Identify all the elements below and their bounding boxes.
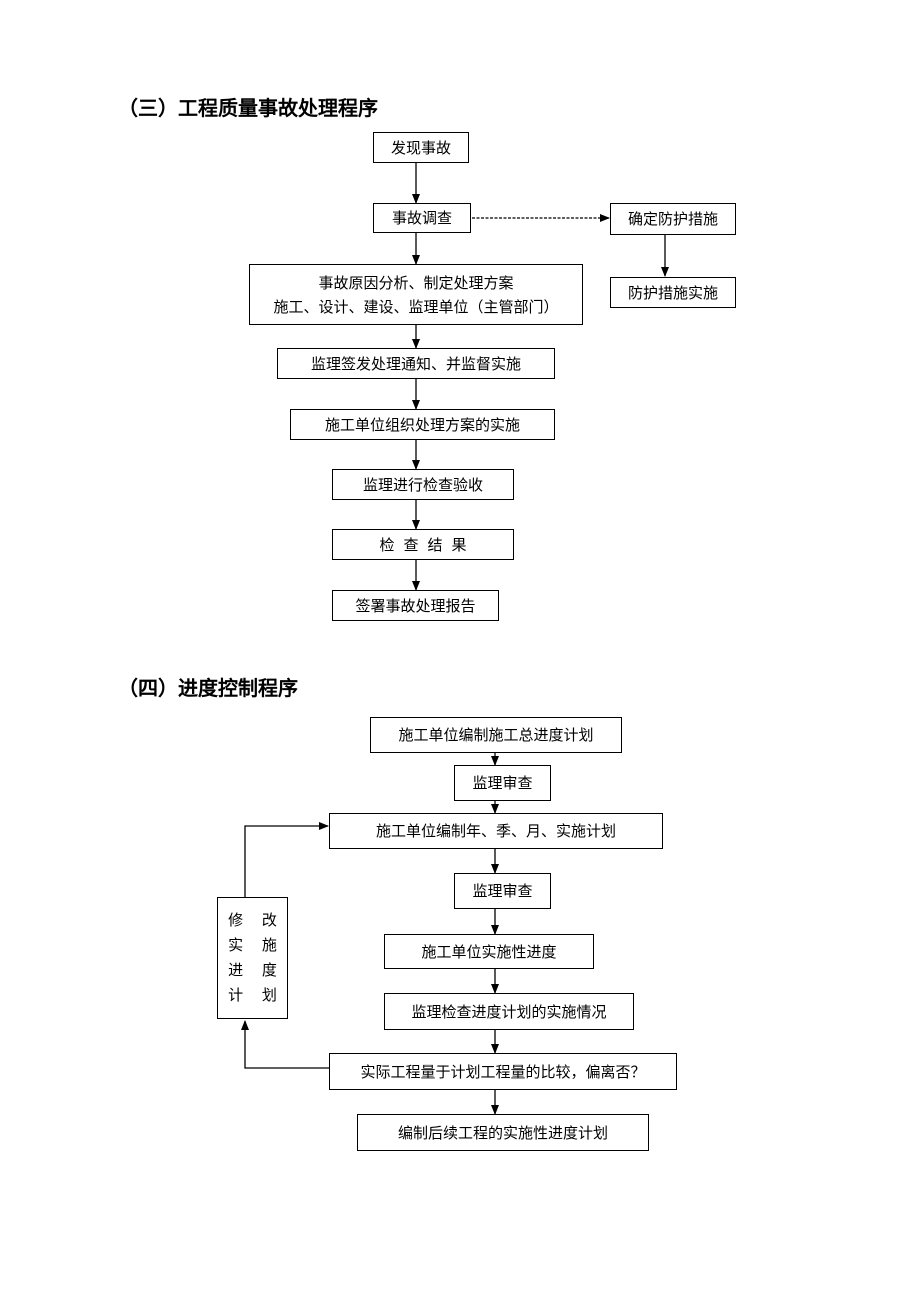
node-master-plan: 施工单位编制施工总进度计划 bbox=[370, 717, 622, 753]
node-implement-progress: 施工单位实施性进度 bbox=[384, 934, 594, 969]
node-review1: 监理审查 bbox=[454, 765, 551, 801]
node-periodic-plan-label: 施工单位编制年、季、月、实施计划 bbox=[375, 822, 616, 840]
node-inspect-label: 监理进行检查验收 bbox=[362, 475, 483, 494]
node-investigate-label: 事故调查 bbox=[391, 209, 452, 227]
node-review2-label: 监理审查 bbox=[472, 882, 533, 900]
section3-title: （三）工程质量事故处理程序 bbox=[118, 96, 378, 120]
node-protect-confirm: 确定防护措施 bbox=[610, 203, 736, 235]
node-compare: 实际工程量于计划工程量的比较，偏离否？ bbox=[329, 1053, 677, 1090]
node-review2: 监理审查 bbox=[454, 873, 551, 909]
node-follow-up-label: 编制后续工程的实施性进度计划 bbox=[397, 1123, 608, 1142]
revise-line-4: 计 划 bbox=[228, 986, 277, 1004]
node-review1-label: 监理审查 bbox=[472, 774, 533, 792]
node-inspect: 监理进行检查验收 bbox=[332, 469, 514, 500]
node-check-progress-label: 监理检查进度计划的实施情况 bbox=[411, 1002, 607, 1021]
node-notice-label: 监理签发处理通知、并监督实施 bbox=[310, 354, 521, 373]
node-master-plan-label: 施工单位编制施工总进度计划 bbox=[398, 726, 594, 744]
arrow-compare-to-revise bbox=[241, 1020, 329, 1069]
node-analysis: 事故原因分析、制定处理方案 施工、设计、建设、监理单位（主管部门） bbox=[249, 264, 583, 325]
node-result-label: 检查结果 bbox=[379, 535, 476, 554]
node-analysis-line1: 事故原因分析、制定处理方案 bbox=[318, 273, 514, 292]
node-compare-label: 实际工程量于计划工程量的比较，偏离否？ bbox=[360, 1062, 646, 1081]
node-check-progress: 监理检查进度计划的实施情况 bbox=[384, 993, 634, 1030]
node-contractor-implement-label: 施工单位组织处理方案的实施 bbox=[324, 415, 520, 434]
revise-line-3: 进 度 bbox=[228, 961, 277, 979]
node-periodic-plan: 施工单位编制年、季、月、实施计划 bbox=[329, 813, 663, 849]
node-report-label: 签署事故处理报告 bbox=[355, 596, 476, 615]
node-discover-label: 发现事故 bbox=[390, 138, 451, 157]
node-discover: 发现事故 bbox=[373, 132, 469, 163]
revise-line-1: 修 改 bbox=[228, 911, 277, 929]
node-protect-confirm-label: 确定防护措施 bbox=[627, 210, 718, 228]
node-investigate: 事故调查 bbox=[373, 203, 471, 233]
node-protect-implement: 防护措施实施 bbox=[610, 277, 736, 308]
node-analysis-line2: 施工、设计、建设、监理单位（主管部门） bbox=[273, 297, 559, 316]
node-follow-up: 编制后续工程的实施性进度计划 bbox=[357, 1114, 649, 1151]
arrow-revise-to-periodic bbox=[244, 822, 329, 897]
node-report: 签署事故处理报告 bbox=[332, 590, 499, 621]
node-implement-progress-label: 施工单位实施性进度 bbox=[421, 942, 557, 961]
node-notice: 监理签发处理通知、并监督实施 bbox=[277, 348, 555, 379]
section4-title: （四）进度控制程序 bbox=[118, 676, 298, 700]
node-contractor-implement: 施工单位组织处理方案的实施 bbox=[290, 409, 555, 440]
node-result: 检查结果 bbox=[332, 529, 514, 560]
node-protect-implement-label: 防护措施实施 bbox=[627, 283, 718, 302]
node-revise-plan: 修 改 实 施 进 度 计 划 bbox=[217, 897, 288, 1019]
revise-line-2: 实 施 bbox=[228, 936, 277, 954]
